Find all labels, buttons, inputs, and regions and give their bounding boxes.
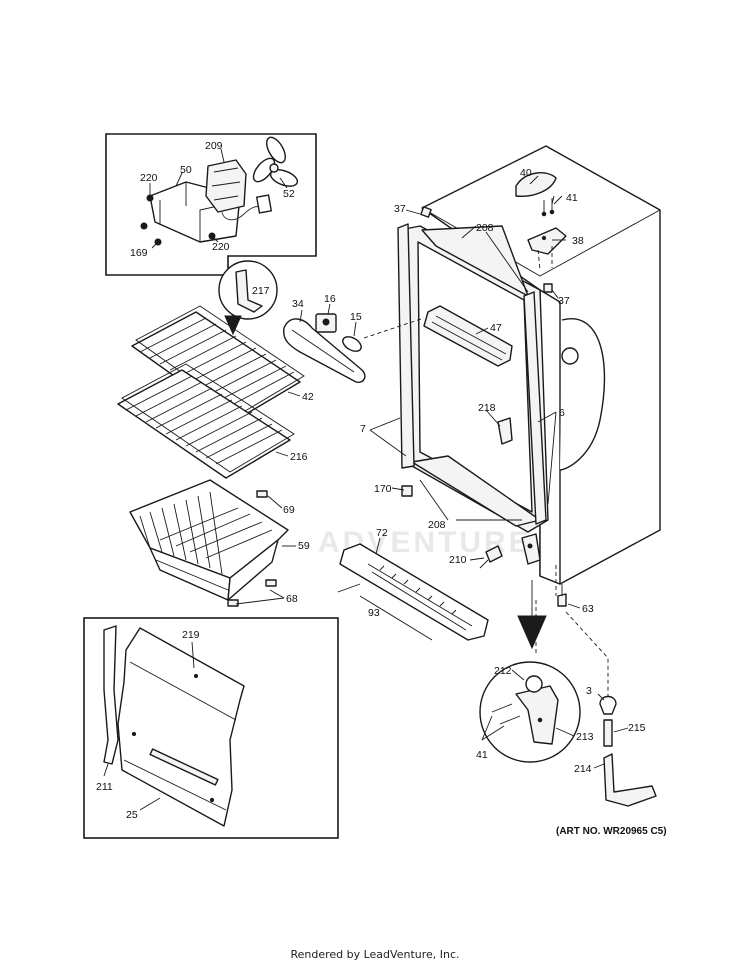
callout-72-kickplate: 72 <box>376 527 388 539</box>
wire-basket: 69 59 68 <box>129 479 310 607</box>
bottom-hinge-detail: 212 41 213 <box>476 580 594 763</box>
leveling-parts: 3 215 214 <box>574 685 657 807</box>
callout-68-clip: 68 <box>286 593 298 605</box>
freezer-cabinet <box>363 145 661 700</box>
callout-15-knob: 15 <box>350 311 362 323</box>
callout-16-thermostat: 16 <box>324 293 336 305</box>
callout-93-grille: 93 <box>368 607 380 619</box>
callout-52-fan-blade: 52 <box>283 188 295 200</box>
callout-220-screw-lower: 220 <box>212 241 230 253</box>
shelf-clip-detail: 217 <box>218 260 278 336</box>
callout-41-screws: 41 <box>566 192 578 204</box>
callout-208-beam-top: 208 <box>476 222 494 234</box>
callout-40-hinge-cover: 40 <box>520 167 532 179</box>
callout-50-bracket: 50 <box>180 164 192 176</box>
callout-208-beam-bottom: 208 <box>428 519 446 531</box>
callout-6-rail-right: 6 <box>559 407 565 419</box>
callout-34-handle: 34 <box>292 298 304 310</box>
callout-217-clip: 217 <box>252 285 270 297</box>
callout-212-hinge-pin: 212 <box>494 665 512 677</box>
callout-220-screw: 220 <box>140 172 158 184</box>
callout-69-clip: 69 <box>283 504 295 516</box>
callout-170-bumper: 170 <box>374 483 392 495</box>
callout-209-motor: 209 <box>205 140 223 152</box>
footer-credit: Rendered by LeadVenture, Inc. <box>290 948 460 961</box>
hinge-pin-screws: 210 63 <box>449 545 594 615</box>
callout-25-panel: 25 <box>126 809 138 821</box>
kickplate: 72 93 <box>337 527 489 641</box>
art-number: (ART NO. WR20965 C5) <box>556 826 667 837</box>
callout-169-screw: 169 <box>130 247 148 259</box>
callout-215-cap: 215 <box>628 722 646 734</box>
callout-7-rail-left: 7 <box>360 423 366 435</box>
fan-motor-box: 220 50 209 52 169 220 <box>105 133 317 276</box>
callout-3-leg: 3 <box>586 685 592 697</box>
callout-216-shelf: 216 <box>290 451 308 463</box>
divider-panel-box: 219 211 25 <box>83 617 339 839</box>
callout-63-screw: 63 <box>582 603 594 615</box>
callout-42-shelf: 42 <box>302 391 314 403</box>
handle-thermostat: 34 16 15 <box>283 293 366 384</box>
callout-213-bottom-hinge: 213 <box>576 731 594 743</box>
callout-59-basket: 59 <box>298 540 310 552</box>
callout-47-cover: 47 <box>490 322 502 334</box>
fan-blade <box>252 136 299 187</box>
callout-37-plug: 37 <box>394 203 406 215</box>
callout-210-pin: 210 <box>449 554 467 566</box>
callout-214-wrench: 214 <box>574 763 592 775</box>
callout-219-panel: 219 <box>182 629 200 641</box>
callout-41-hinge-screws: 41 <box>476 749 488 761</box>
callout-211-strip: 211 <box>96 781 113 793</box>
callout-38-hinge: 38 <box>572 235 584 247</box>
callout-37-plug-right: 37 <box>558 295 570 307</box>
callout-218-clip: 218 <box>478 402 496 414</box>
wire-shelf-lower <box>117 363 295 479</box>
